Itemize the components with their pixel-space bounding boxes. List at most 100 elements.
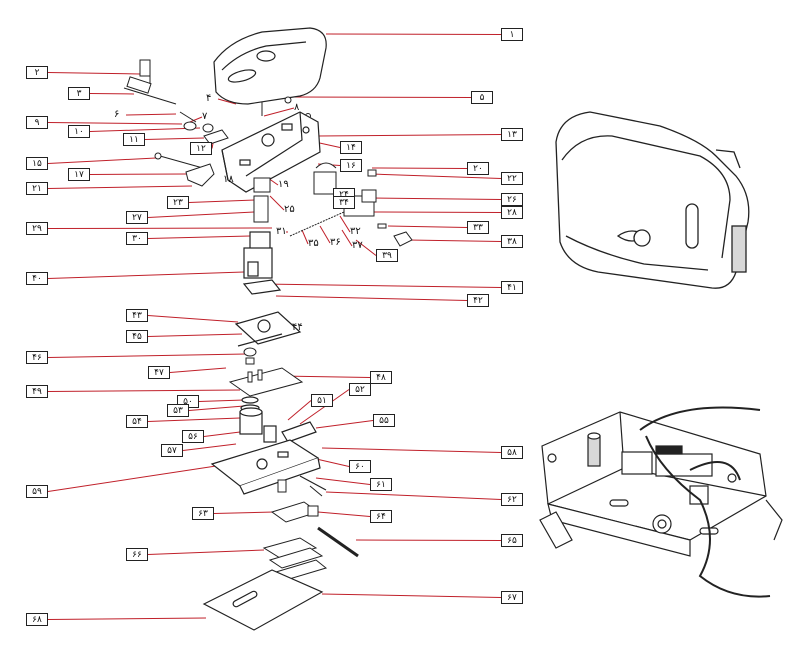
part-label: ۸	[294, 102, 300, 113]
small-parts-group	[154, 96, 311, 187]
spring-washer-parts	[228, 347, 304, 397]
part-label: ۴۱	[501, 281, 523, 294]
part-label: ۴	[206, 93, 212, 104]
leader-line	[147, 417, 241, 422]
part-label: ۵۳	[167, 404, 189, 417]
leader-line	[47, 227, 273, 229]
part-label: ۳۵	[308, 238, 319, 249]
part-label: ۲۲	[501, 172, 523, 185]
part-label: ۴۲	[467, 294, 489, 307]
leader-line	[263, 107, 295, 117]
leader-line	[203, 431, 241, 437]
leader-line	[188, 405, 245, 411]
leader-line	[355, 539, 502, 541]
part-label: ۶۷	[501, 591, 523, 604]
leader-line	[261, 283, 502, 288]
leader-line	[339, 215, 351, 233]
part-label: ۶۴	[370, 510, 392, 523]
leader-line	[182, 443, 237, 451]
part-label: ۶۰	[349, 460, 371, 473]
leader-line	[275, 295, 468, 301]
part-label: ۲۶	[501, 193, 523, 206]
leader-line	[321, 593, 502, 598]
leader-line	[147, 211, 255, 218]
part-label: ۴۳	[126, 309, 148, 322]
part-label: ۱	[501, 28, 523, 41]
leader-line	[169, 367, 227, 373]
part-label: ۳۳	[467, 221, 489, 234]
part-label: ۲۷	[126, 211, 148, 224]
part-label: ۱۲	[190, 142, 212, 155]
part-label: ۳۶	[330, 237, 341, 248]
leader-line	[188, 199, 257, 203]
leader-line	[319, 225, 331, 244]
part-label: ۱۳	[501, 128, 523, 141]
part-label: ۲۳	[167, 196, 189, 209]
part-label: ۶۸	[26, 613, 48, 626]
part-label: ۲۱	[26, 182, 48, 195]
assembled-lock-view	[555, 111, 750, 289]
bolt-block-part	[242, 231, 282, 295]
leader-line	[147, 315, 239, 323]
leader-line	[47, 72, 141, 75]
lower-mechanism-parts	[262, 479, 359, 581]
part-label: ۵۲	[349, 383, 371, 396]
part-label: ۳۱	[276, 226, 287, 237]
leader-line	[47, 157, 157, 164]
lock-cover-part	[213, 27, 327, 105]
leader-line	[47, 185, 193, 189]
leader-line	[371, 167, 468, 169]
part-label: ۴۶	[26, 351, 48, 364]
leader-line	[301, 229, 309, 245]
part-label: ۷	[202, 111, 208, 122]
leader-line	[89, 93, 135, 95]
leader-line	[198, 399, 245, 402]
part-label: ۲۵	[284, 204, 295, 215]
leader-line	[147, 333, 243, 337]
part-label: ۳۰	[126, 232, 148, 245]
leader-line	[371, 173, 502, 179]
part-label: ۱۰	[68, 125, 90, 138]
part-label: ۳۹	[376, 249, 398, 262]
leader-line	[147, 549, 265, 555]
leader-line	[341, 229, 353, 247]
leader-line	[47, 271, 245, 279]
leader-line	[287, 400, 312, 421]
cylinder-pin-part	[123, 59, 177, 105]
part-label: ۵۵	[373, 414, 395, 427]
leader-line	[317, 134, 502, 137]
part-label: ۱۹	[278, 179, 289, 190]
part-label: ۲۰	[467, 162, 489, 175]
part-label: ۶۱	[370, 478, 392, 491]
part-label: ۳۷	[352, 240, 363, 251]
leader-line	[47, 465, 217, 492]
strike-plate-part	[202, 569, 324, 631]
part-label: ۴۴	[292, 322, 303, 333]
main-housing-part	[221, 111, 321, 193]
leader-line	[147, 235, 251, 239]
part-label: ۵۴	[126, 415, 148, 428]
part-label: ۲	[26, 66, 48, 79]
leader-line	[355, 239, 377, 256]
leader-line	[47, 389, 241, 392]
part-label: ۴۰	[26, 272, 48, 285]
part-label: ۴۸	[370, 371, 392, 384]
leader-line	[47, 122, 183, 125]
part-label: ۶۲	[501, 493, 523, 506]
part-label: ۹	[26, 116, 48, 129]
leader-line	[125, 113, 177, 116]
part-label: ۶	[114, 109, 120, 120]
leader-line	[47, 353, 247, 358]
leader-line	[317, 511, 371, 517]
leader-line	[369, 197, 502, 200]
leader-line	[279, 375, 371, 378]
part-label: ۵	[471, 91, 493, 104]
leader-line	[89, 127, 201, 132]
part-label: ۳۴	[333, 196, 355, 209]
motor-cylinder-part	[239, 396, 317, 443]
part-label: ۴۷	[148, 366, 170, 379]
leader-lines	[47, 33, 502, 620]
leader-line	[144, 137, 205, 140]
